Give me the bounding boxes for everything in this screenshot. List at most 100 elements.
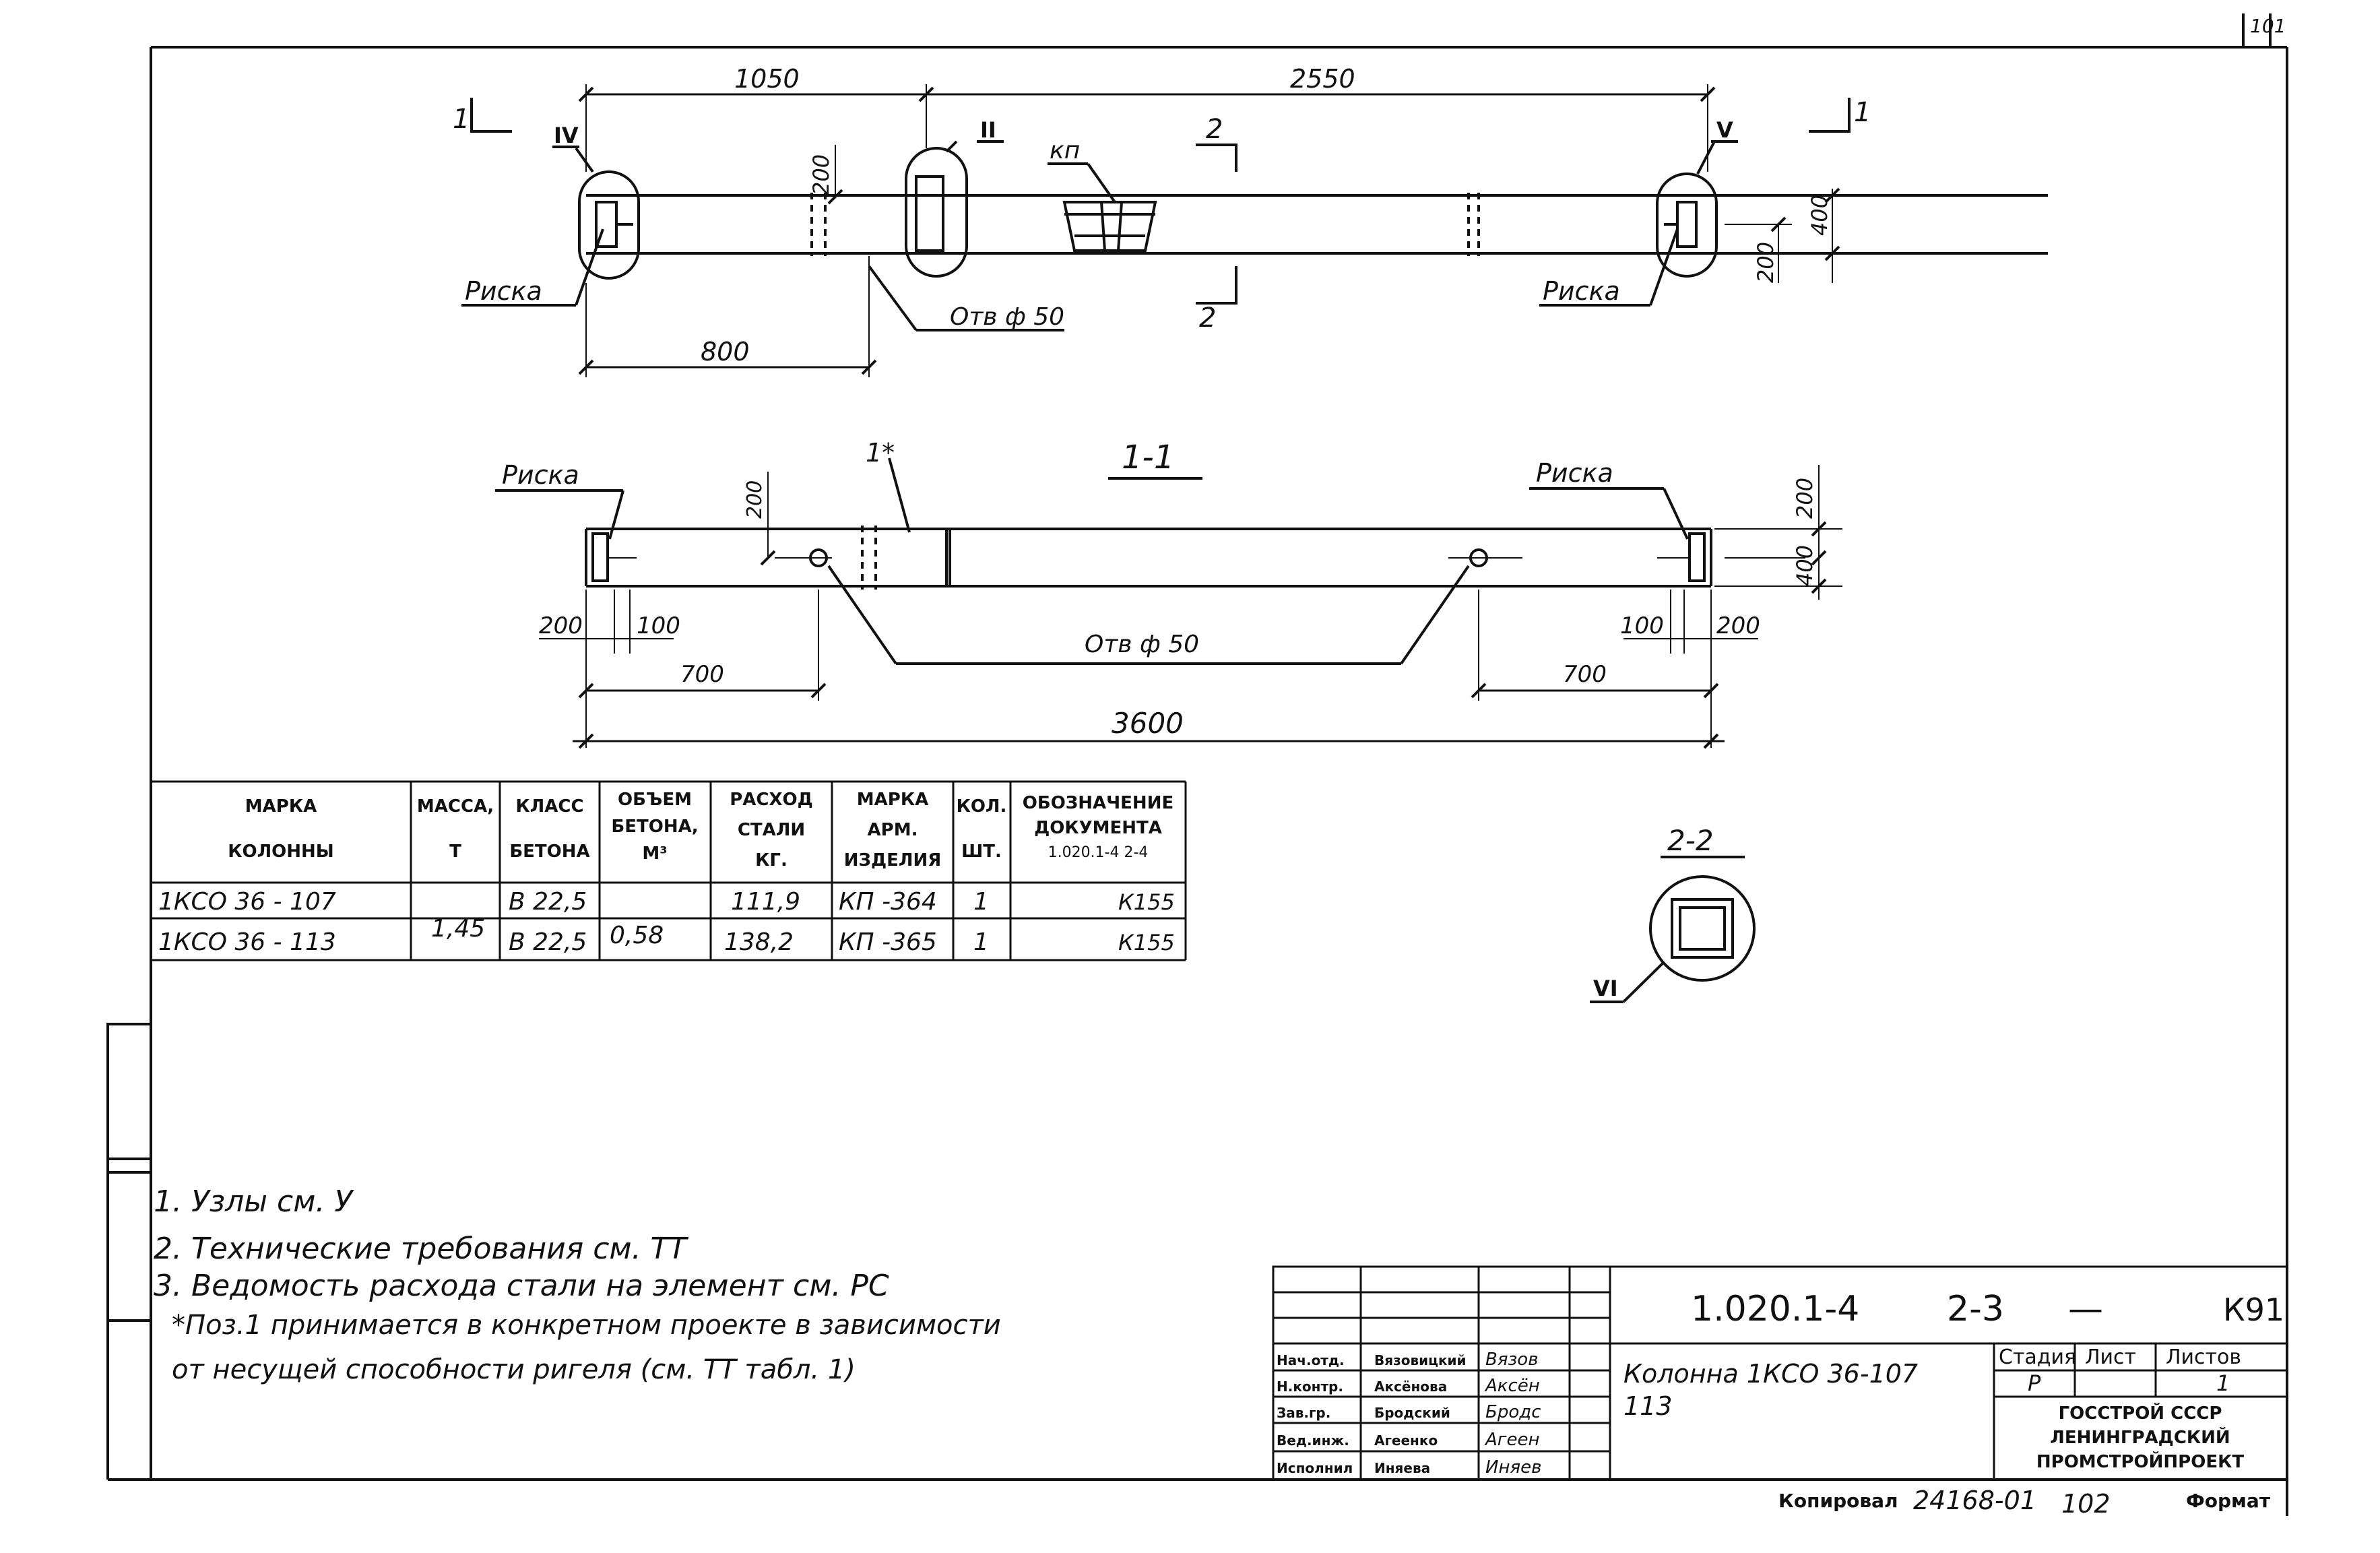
dim-800: 800 (701, 337, 750, 367)
table-row-2-arm: КП -365 (839, 928, 937, 956)
table-massa: 1,45 (431, 915, 485, 943)
svg-text:М³: М³ (642, 844, 667, 864)
title-block-text: 1.020.1-4 2-3 — К91 Колонна 1КСО 36-107 … (1277, 1289, 2284, 1478)
note-5: от несущей способности ригеля (см. ТТ та… (172, 1354, 856, 1385)
dim-200-sec-right: 200 (1792, 478, 1818, 519)
dim-700-right: 700 (1563, 661, 1607, 688)
table-row-1-doc: К155 (1118, 889, 1175, 915)
signature-3: Бродс (1485, 1402, 1541, 1422)
svg-text:Т: Т (449, 842, 461, 862)
copied-label: Копировал (1778, 1490, 1898, 1512)
svg-text:КГ.: КГ. (755, 850, 787, 870)
dim-3600: 3600 (1112, 707, 1184, 740)
copy-page: 102 (2061, 1489, 2111, 1519)
svg-text:СТАЛИ: СТАЛИ (738, 820, 805, 840)
name-3: Бродский (1374, 1405, 1450, 1421)
riska-plan-right: Риска (1543, 276, 1620, 306)
table-row-1-marka: 1КСО 36 - 107 (158, 888, 336, 916)
name-1: Вязовицкий (1374, 1352, 1467, 1368)
item-name-1: Колонна 1КСО 36-107 (1623, 1359, 1918, 1389)
name-5: Иняева (1374, 1460, 1430, 1476)
org-2: ЛЕНИНГРАДСКИЙ (2050, 1426, 2230, 1448)
role-3: Зав.гр. (1277, 1405, 1330, 1421)
svg-text:ДОКУМЕНТА: ДОКУМЕНТА (1034, 818, 1162, 838)
section-2-top: 2 (1206, 114, 1223, 145)
hole-label-plan: Отв ф 50 (950, 303, 1064, 331)
svg-text:ИЗДЕЛИЯ: ИЗДЕЛИЯ (844, 850, 942, 870)
footer: Копировал 24168-01 102 Формат (1778, 1486, 2271, 1519)
table-row-2-kol: 1 (973, 928, 989, 956)
note-1: 1. Узлы см. У (154, 1184, 354, 1219)
node-iv-label: IV (554, 123, 579, 148)
svg-text:МАРКА: МАРКА (857, 790, 928, 810)
svg-text:КЛАСС: КЛАСС (515, 796, 583, 817)
signature-5: Иняев (1485, 1457, 1541, 1478)
table-row-2-doc: К155 (1118, 930, 1175, 955)
section-1-1-title: 1-1 (1122, 439, 1174, 476)
dim-400-plan-right: 400 (1807, 195, 1832, 236)
svg-text:КОЛ.: КОЛ. (957, 796, 1007, 817)
svg-text:ОБОЗНАЧЕНИЕ: ОБОЗНАЧЕНИЕ (1023, 793, 1173, 813)
svg-text:МАРКА: МАРКА (245, 796, 317, 817)
dim-700-left: 700 (680, 661, 724, 688)
sheet-label: Лист (2085, 1345, 2136, 1369)
table-row-1-arm: КП -364 (839, 888, 937, 916)
signature-2: Аксён (1484, 1376, 1540, 1396)
kp-label: кп (1050, 137, 1080, 164)
section-2-2-title: 2-2 (1667, 824, 1714, 857)
spec-table-headers: МАРКА КОЛОННЫ МАССА, Т КЛАСС БЕТОНА ОБЪЕ… (228, 790, 1173, 870)
section-2-2-callout (1649, 875, 1756, 982)
kp-plate (1062, 201, 1157, 252)
table-row-2-rashod: 138,2 (724, 928, 794, 956)
doc-code: 1.020.1-4 (1691, 1289, 1859, 1329)
dim-200-plan-right: 200 (1753, 242, 1778, 283)
dim-2550: 2550 (1290, 64, 1355, 94)
table-row-1-klass: В 22,5 (509, 888, 587, 916)
note-4: *Поз.1 принимается в конкретном проекте … (172, 1310, 1001, 1341)
title-block (1272, 1265, 2288, 1481)
signature-1: Вязов (1485, 1350, 1539, 1370)
role-2: Н.контр. (1277, 1378, 1343, 1395)
dim-200-sec-bottom-right: 200 (1716, 612, 1760, 639)
dim-1050: 1050 (734, 64, 800, 94)
svg-text:МАССА,: МАССА, (417, 796, 494, 817)
notes: 1. Узлы см. У 2. Технические требования … (154, 1184, 1001, 1385)
section-mark-right: 1 (1854, 97, 1871, 128)
pos-1-label: 1* (866, 438, 895, 468)
riska-sec-left: Риска (502, 460, 579, 490)
section-1-1-view (495, 457, 1842, 749)
stage-value: Р (2028, 1370, 2041, 1396)
dim-100-right: 100 (1620, 612, 1664, 639)
table-obem: 0,58 (610, 922, 664, 949)
svg-text:ШТ.: ШТ. (961, 842, 1002, 862)
role-4: Вед.инж. (1277, 1432, 1349, 1449)
sheet-code: 2-3 (1947, 1289, 2004, 1329)
left-node-callout (578, 170, 640, 280)
plan-view (461, 84, 2048, 377)
sheets-value: 1 (2216, 1370, 2230, 1396)
mid-node-callout (905, 147, 968, 278)
table-row-2-klass: В 22,5 (509, 928, 587, 956)
dim-200-sec-top-left: 200 (743, 480, 767, 519)
svg-text:РАСХОД: РАСХОД (730, 790, 813, 810)
dim-100-left: 100 (637, 612, 680, 639)
table-row-2-marka: 1КСО 36 - 113 (158, 928, 336, 956)
note-2: 2. Технические требования см. ТТ (154, 1232, 688, 1266)
section-2-bottom: 2 (1199, 303, 1216, 334)
svg-text:БЕТОНА: БЕТОНА (509, 842, 589, 862)
note-3: 3. Ведомость расхода стали на элемент см… (154, 1269, 889, 1303)
signature-4: Агеен (1484, 1430, 1539, 1450)
riska-plan-left: Риска (465, 276, 542, 306)
plan-labels: 1050 2550 1 1 2 2 IV II V кп 200 400 200… (453, 64, 1871, 367)
spec-table (151, 780, 1187, 961)
table-row-1-rashod: 111,9 (731, 888, 800, 916)
section-mark-left: 1 (453, 104, 470, 135)
svg-text:БЕТОНА,: БЕТОНА, (611, 817, 698, 837)
node-ii-label: II (980, 117, 996, 143)
node-vi-label: VI (1593, 976, 1618, 1001)
name-2: Аксёнова (1374, 1378, 1447, 1395)
hole-label-section: Отв ф 50 (1085, 631, 1199, 658)
spec-table-rows: 1КСО 36 - 107 1КСО 36 - 113 1,45 В 22,5 … (158, 888, 1175, 956)
riska-sec-right: Риска (1536, 458, 1613, 488)
format-label: Формат (2186, 1490, 2271, 1512)
